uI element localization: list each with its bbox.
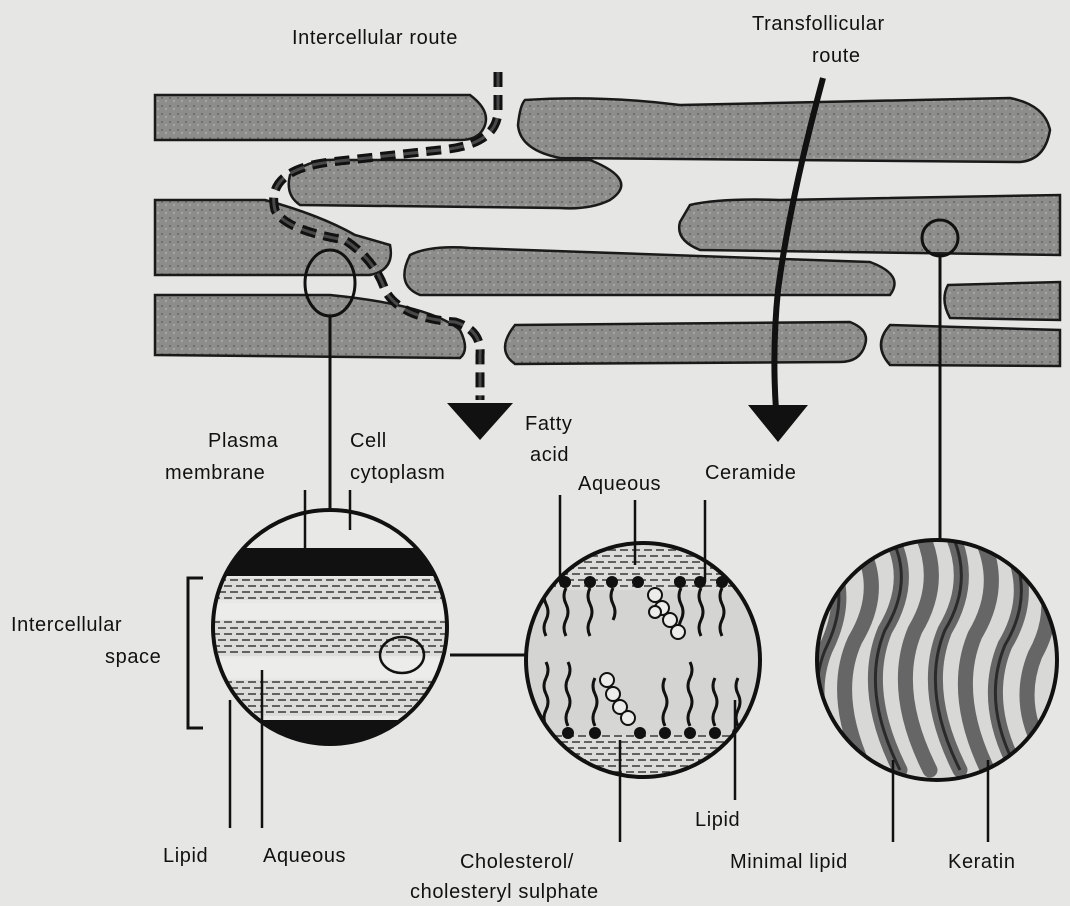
label-lipid-left: Lipid [163,845,208,867]
label-intercellular-route: Intercellular route [292,27,458,49]
label-aqueous-left: Aqueous [263,845,346,867]
label-minimal-lipid: Minimal lipid [730,851,848,873]
corneocyte [679,195,1060,255]
zoom-circle-lipid-bilayer [520,540,770,785]
label-transfollicular-2: route [812,45,861,67]
corneocyte [404,247,894,295]
corneocyte [518,98,1050,162]
corneocyte [155,95,486,140]
label-ceramide: Ceramide [705,462,797,484]
intercellular-arrowhead [447,403,513,440]
label-cholesterol-1: Cholesterol/ [460,851,574,873]
label-plasma-2: membrane [165,462,265,484]
intercellular-space-bracket [188,578,203,728]
label-keratin: Keratin [948,851,1016,873]
label-plasma-1: Plasma [208,430,279,452]
label-fatty-2: acid [530,444,569,466]
label-cell-2: cytoplasm [350,462,445,484]
corneocyte [505,322,866,364]
corneocyte [289,160,622,209]
label-cholesterol-2: cholesteryl sulphate [410,881,599,903]
corneocyte [881,325,1060,366]
label-cell-1: Cell [350,430,387,452]
zoom-circle-intercellular [200,510,460,750]
label-fatty-1: Fatty [525,413,572,435]
label-intercellular-space-1: Intercellular [11,614,122,636]
label-aqueous-top: Aqueous [578,473,661,495]
label-transfollicular-1: Transfollicular [752,13,885,35]
zoom-circle-keratin [817,530,1057,780]
transfollicular-arrowhead [748,405,808,442]
corneocyte [944,282,1060,320]
label-intercellular-space-2: space [105,646,161,668]
label-lipid-mid: Lipid [695,809,740,831]
